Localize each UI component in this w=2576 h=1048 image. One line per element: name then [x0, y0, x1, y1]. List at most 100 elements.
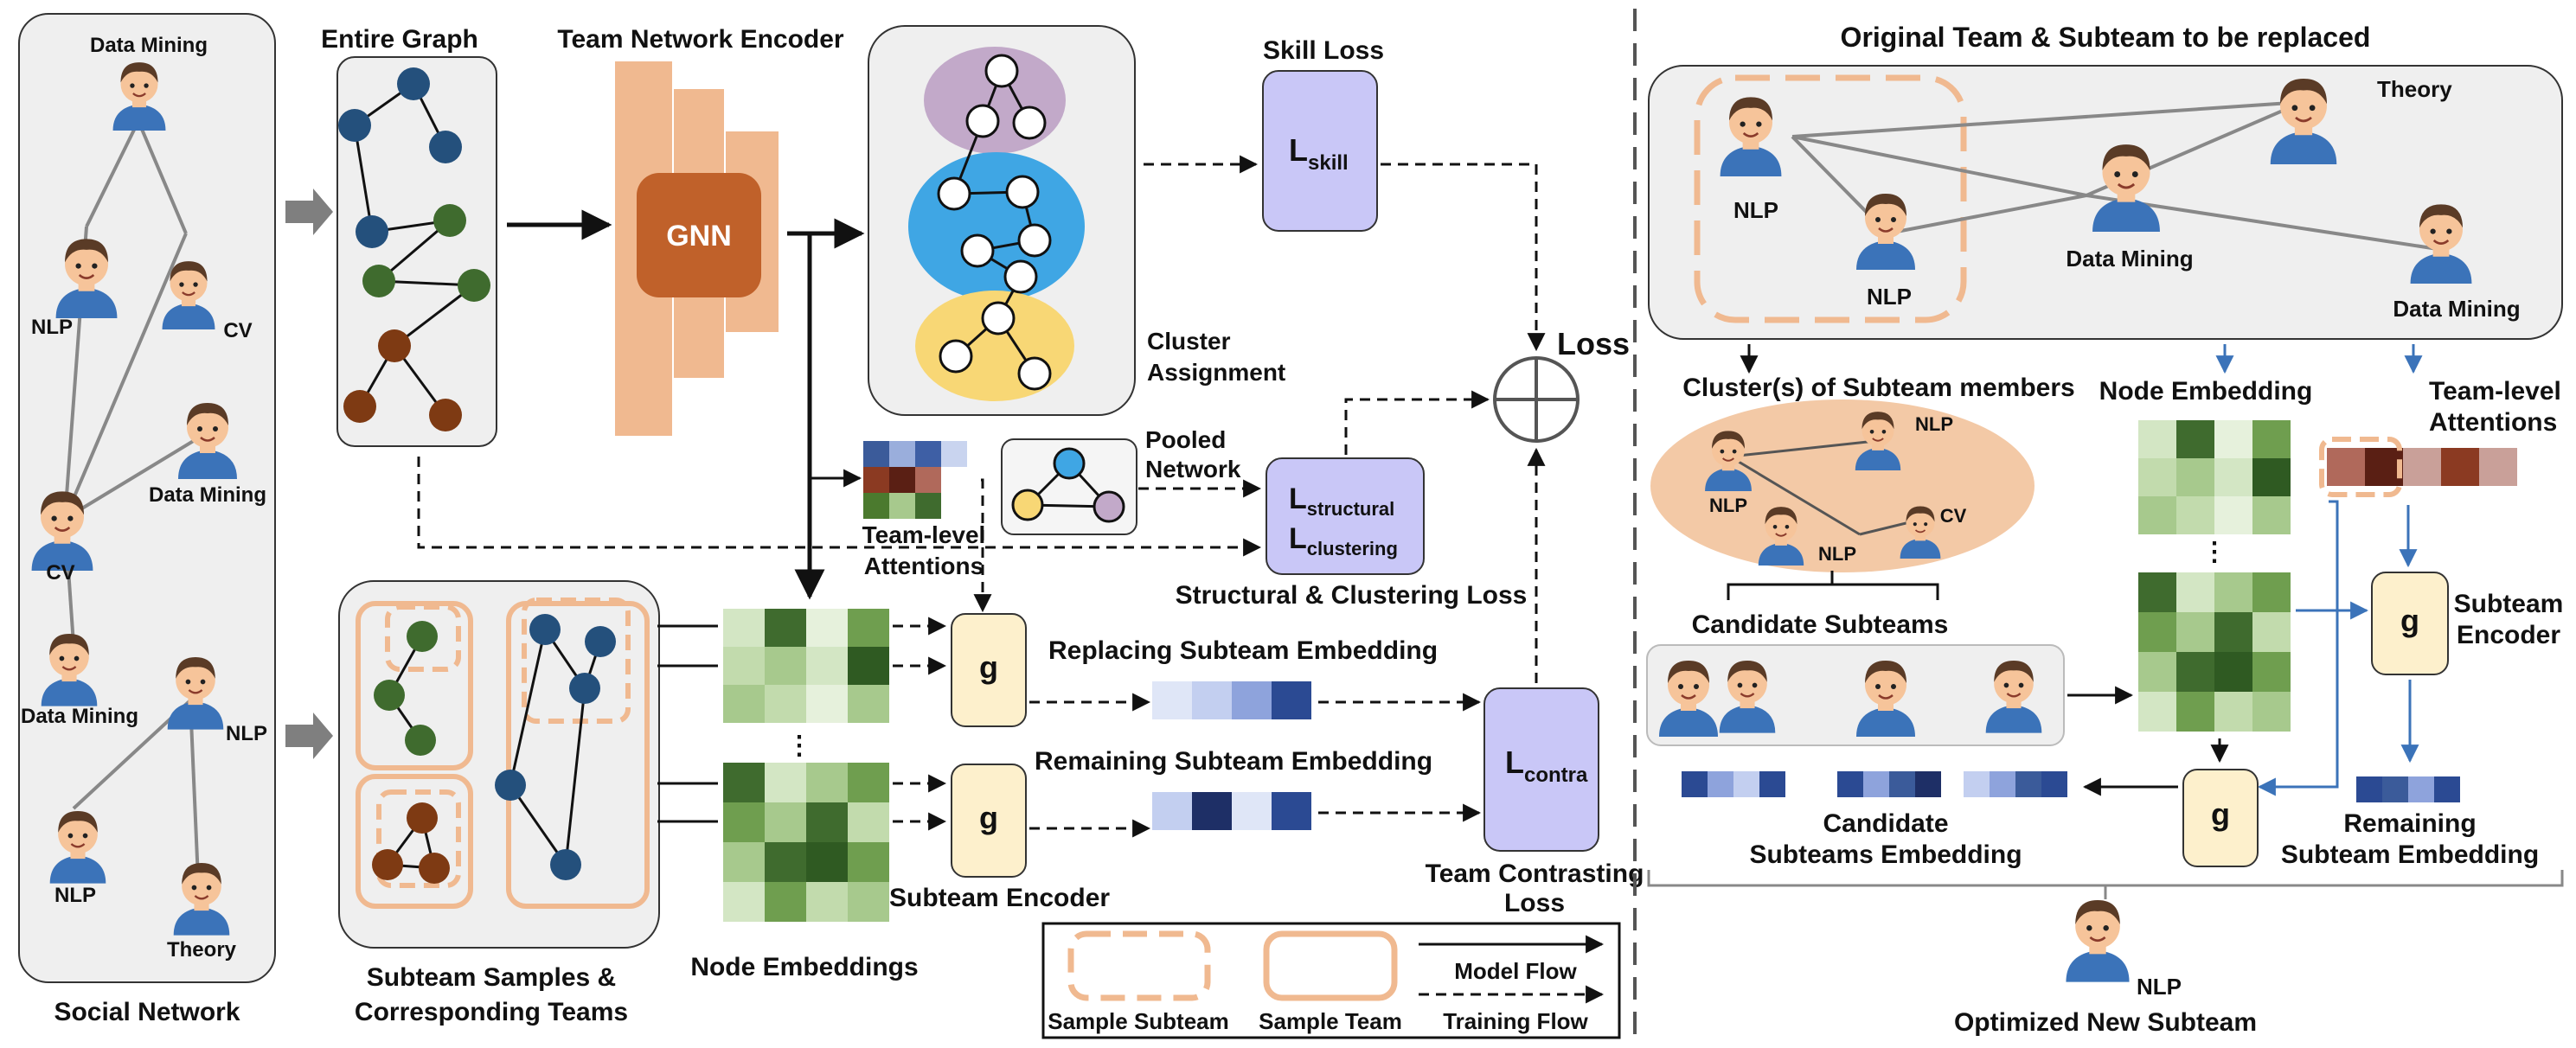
training-flow-arrow	[1381, 163, 1546, 352]
right-encoder-label-2: Encoder	[2457, 621, 2560, 649]
attentions-label-2: Attentions	[864, 553, 984, 579]
sample-nodes	[372, 614, 616, 884]
legend-box	[1041, 922, 1621, 1039]
arrow-icon	[285, 713, 333, 759]
team-member-label: Data Mining	[2066, 246, 2193, 272]
training-flow-arrow	[973, 478, 992, 613]
right-remaining-label-2: Subteam Embedding	[2281, 840, 2539, 869]
original-team-edges	[1791, 100, 2438, 251]
candidate-embedding-bar	[1837, 771, 1941, 797]
social-network-title: Social Network	[54, 998, 240, 1026]
contra-loss-box	[1483, 687, 1599, 852]
member-label: NLP	[54, 884, 96, 907]
member-label: CV	[223, 319, 252, 342]
pooled-network-label-1: Pooled	[1145, 426, 1226, 453]
legend-sample-team: Sample Team	[1259, 1008, 1402, 1034]
gnn-block	[637, 173, 761, 297]
arrow-icon	[285, 189, 333, 235]
encoder-title: Team Network Encoder	[557, 25, 844, 54]
candidate-subteams-title: Candidate Subteams	[1692, 610, 1949, 639]
structural-loss-symbol: Lstructural	[1289, 482, 1394, 520]
node-embedding-grid-2	[723, 763, 889, 922]
candidate-embedding-bar	[1682, 771, 1785, 797]
node-embeddings-label: Node Embeddings	[690, 953, 918, 981]
member-label: CV	[46, 561, 74, 585]
contra-loss-label-2: Loss	[1504, 889, 1565, 917]
cluster-member-label: CV	[1940, 505, 1967, 527]
member-label: Data Mining	[149, 483, 266, 507]
model-flow-arrow	[787, 231, 825, 600]
encoder-g-label: g	[979, 649, 998, 685]
clustering-loss-symbol: Lclustering	[1289, 522, 1398, 559]
legend-sample-subteam: Sample Subteam	[1048, 1008, 1229, 1034]
cluster-blue	[908, 152, 1085, 301]
pooled-network-label-2: Network	[1145, 456, 1241, 482]
encoder-stack	[613, 60, 779, 438]
optimized-subteam-title: Optimized New Subteam	[1954, 1008, 2257, 1037]
attentions-label-1: Team-level	[862, 521, 986, 548]
member-label: Theory	[167, 938, 237, 962]
bottom-g-label: g	[2211, 796, 2230, 832]
subteam-encoder-caption: Subteam Encoder	[889, 884, 1110, 912]
sample-subteam	[385, 604, 461, 672]
optimized-bracket	[1647, 870, 2564, 899]
contra-loss-label-1: Team Contrasting	[1426, 859, 1644, 888]
right-attention-bar	[2327, 448, 2517, 486]
subteam-encoder-g	[951, 764, 1027, 878]
training-flow-arrow	[417, 457, 1262, 557]
optimized-member-label: NLP	[2137, 974, 2182, 1000]
legend-model-flow: Model Flow	[1454, 958, 1577, 984]
team-member-label: Theory	[2377, 76, 2452, 102]
original-team-panel	[1648, 65, 2563, 340]
person-icon	[2065, 898, 2131, 982]
model-flow-arrow	[2257, 500, 2339, 796]
replacing-embedding-label: Replacing Subteam Embedding	[1048, 636, 1438, 665]
right-embedding-dots: ⋮	[2201, 538, 2227, 566]
legend-subteam-swatch	[1067, 930, 1211, 1001]
structural-loss-caption: Structural & Clustering Loss	[1176, 581, 1528, 610]
subteam-samples-label-1: Subteam Samples &	[367, 963, 616, 992]
cluster-nodes	[937, 54, 1052, 391]
team-attention-grid	[863, 441, 967, 519]
member-label: NLP	[226, 722, 267, 745]
sample-team	[356, 774, 473, 909]
entire-graph-title: Entire Graph	[321, 25, 478, 54]
structural-loss-box	[1266, 457, 1425, 575]
right-attentions-label-1: Team-level	[2429, 377, 2561, 406]
attention-subteam-mark	[2319, 437, 2402, 497]
cluster-member-label: NLP	[1709, 495, 1747, 516]
original-team-title: Original Team & Subteam to be replaced	[1841, 22, 2371, 53]
right-embedding-grid-2	[2138, 572, 2291, 732]
cluster-member-label: NLP	[1915, 413, 1953, 435]
sample-subteam	[522, 597, 631, 724]
node-embedding-grid-1	[723, 609, 889, 723]
subteam-encoder-g	[951, 613, 1027, 727]
member-label: NLP	[31, 316, 73, 339]
right-subteam-encoder-g	[2371, 572, 2449, 675]
remaining-embedding-label: Remaining Subteam Embedding	[1035, 747, 1432, 776]
legend-team-swatch	[1263, 930, 1398, 1001]
cluster-label-2: Assignment	[1147, 359, 1285, 386]
candidate-bracket	[1727, 571, 1939, 600]
legend-training-flow: Training Flow	[1443, 1008, 1588, 1034]
subteam-cluster-ellipse	[1650, 399, 2035, 572]
right-embedding-grid-1	[2138, 420, 2291, 534]
right-encoder-label-1: Subteam	[2454, 590, 2564, 618]
cluster-label-1: Cluster	[1147, 328, 1231, 355]
subteam-samples-label-2: Corresponding Teams	[355, 998, 628, 1026]
candidate-embedding-label-1: Candidate	[1823, 809, 1948, 838]
skill-loss-title: Skill Loss	[1263, 36, 1384, 65]
team-member-label: NLP	[1733, 197, 1778, 223]
member-label: Data Mining	[90, 34, 208, 57]
subteam-to-replace	[1694, 74, 1967, 323]
loss-label: Loss	[1557, 326, 1630, 361]
sample-subteam	[376, 789, 461, 888]
bottom-encoder-g	[2182, 769, 2259, 867]
remaining-embedding-bar	[1152, 792, 1311, 830]
sample-team	[356, 601, 473, 770]
node-embedding-title: Node Embedding	[2099, 377, 2313, 406]
training-flow-arrow	[1344, 390, 1490, 455]
node-embeddings-dots: ⋮	[786, 732, 812, 760]
